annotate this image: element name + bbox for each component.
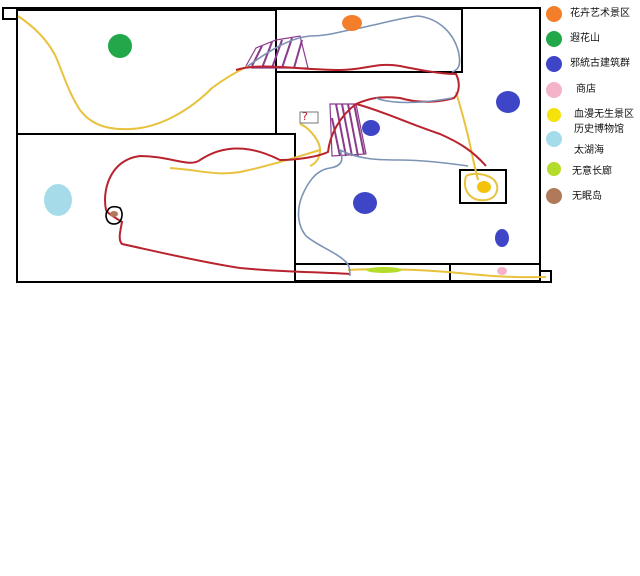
legend-dot-shop bbox=[546, 82, 562, 98]
legend-dot-blood bbox=[547, 108, 561, 122]
region-frames bbox=[2, 7, 552, 283]
legend-label-museum: 历史博物馆 bbox=[574, 124, 624, 135]
legend-label-ancient: 邪統古建筑群 bbox=[570, 58, 630, 69]
legend-dot-island bbox=[546, 188, 562, 204]
hatch-line bbox=[331, 117, 341, 157]
unknown-spot-box bbox=[299, 111, 319, 124]
hatch-line bbox=[353, 103, 365, 155]
island-outline bbox=[105, 205, 123, 225]
feature-markers bbox=[44, 15, 520, 275]
hatch-line bbox=[281, 37, 293, 69]
legend-dot-museum bbox=[546, 131, 562, 147]
marker-ancient-1 bbox=[496, 91, 520, 113]
legend-dot-flower-art bbox=[546, 6, 562, 22]
hatch-line bbox=[347, 103, 359, 157]
region-southwest bbox=[16, 133, 296, 283]
legend-label-island: 无眠岛 bbox=[572, 191, 602, 202]
hatch-line bbox=[261, 41, 273, 69]
yellow-path bbox=[17, 15, 547, 279]
legend-dot-ancient bbox=[546, 56, 562, 72]
region-blood-box bbox=[459, 169, 507, 204]
blue-path bbox=[247, 15, 469, 277]
hatch-line bbox=[341, 103, 353, 157]
legend-label-blood: 血漫无生景区 bbox=[574, 109, 634, 120]
marker-ancient-2 bbox=[362, 120, 380, 136]
legend-label-mountain: 遐花山 bbox=[570, 33, 600, 44]
marker-ancient-3 bbox=[353, 192, 377, 214]
legend-label-flower-art: 花卉艺术景区 bbox=[570, 8, 630, 19]
hatched-zones bbox=[245, 35, 367, 157]
marker-island bbox=[110, 211, 118, 217]
unknown-spot-mark: ? bbox=[302, 110, 308, 123]
marker-mountain bbox=[108, 34, 132, 58]
corner-box-top-left bbox=[2, 7, 18, 20]
hatch-line bbox=[335, 103, 347, 157]
marker-flower-art bbox=[342, 15, 362, 31]
marker-ancient-4 bbox=[495, 229, 509, 247]
marker-corridor bbox=[366, 267, 402, 273]
legend-dot-corridor bbox=[547, 162, 561, 176]
hatch-line bbox=[293, 39, 303, 69]
legend-label-corridor: 无意长廊 bbox=[572, 166, 612, 177]
region-north bbox=[275, 8, 463, 73]
marker-shop bbox=[497, 267, 507, 275]
marker-blood bbox=[477, 181, 491, 193]
hatch-zone-north bbox=[245, 35, 309, 69]
legend-dot-mountain bbox=[546, 31, 562, 47]
legend-dots bbox=[546, 6, 562, 204]
legend-label-shop: 商店 bbox=[576, 84, 596, 95]
red-path bbox=[104, 63, 487, 275]
legend-label-lake: 太湖海 bbox=[574, 145, 604, 156]
marker-museum bbox=[44, 184, 72, 216]
